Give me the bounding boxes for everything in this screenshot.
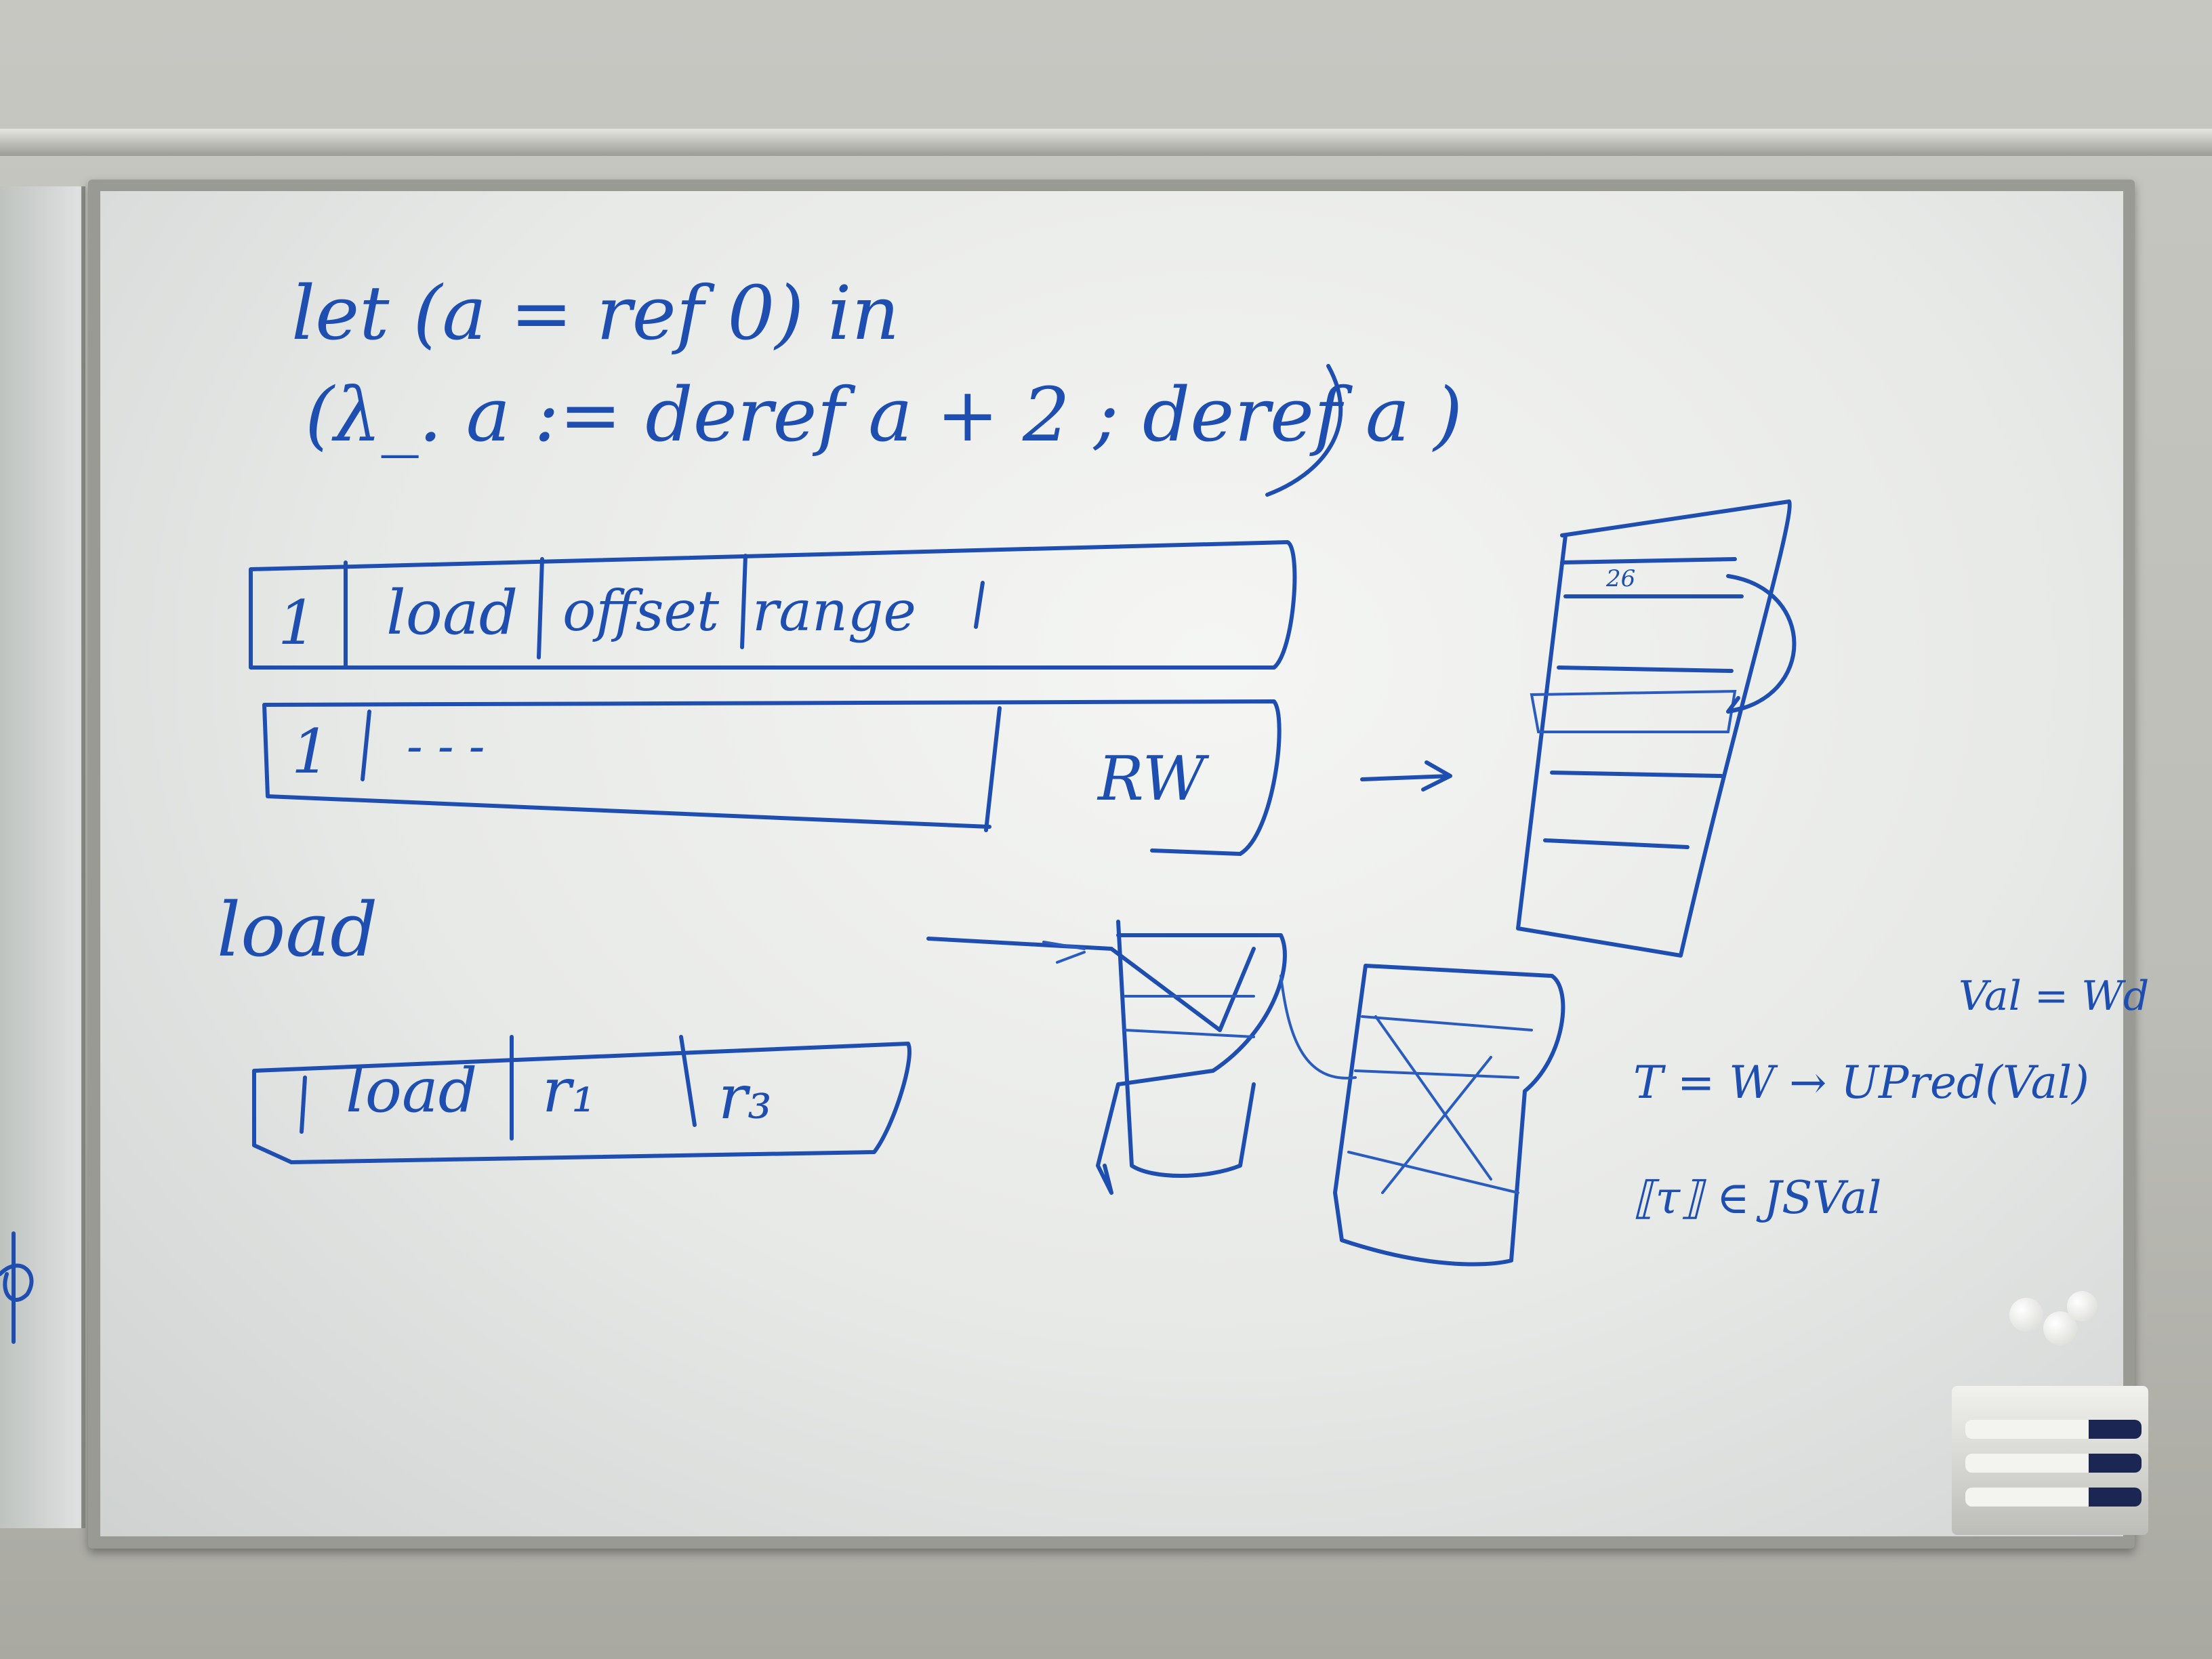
row3-cell-2: r₁	[542, 1055, 596, 1126]
row1-divider-3	[740, 554, 747, 649]
magnet	[2009, 1298, 2043, 1332]
marker[interactable]	[1965, 1454, 2142, 1473]
row2-cell-3: RW	[1097, 743, 1210, 815]
formula-3: ⟦τ⟧ ∈ JSVal	[1633, 1172, 1881, 1224]
row1-cell-3: offset	[562, 579, 720, 644]
cup-right-line-1	[1361, 1015, 1533, 1031]
formula-2: T = W → UPred(Val)	[1633, 1057, 2089, 1109]
stack-line-4	[1550, 771, 1723, 778]
closing-paren	[1265, 364, 1343, 497]
row1-divider-2	[537, 557, 544, 659]
marker[interactable]	[1965, 1420, 2142, 1439]
cup-connector	[1279, 975, 1357, 1080]
stack-top-value: 26	[1605, 565, 1635, 592]
row1-box	[249, 540, 1297, 670]
cup-diagram-left	[1116, 920, 1256, 1178]
stack-line-3	[1557, 665, 1734, 673]
row3-cell-3: r₃	[718, 1062, 772, 1133]
cup-right-line-2	[1354, 1069, 1519, 1079]
cup-diagram-left-top	[926, 933, 1287, 1195]
stack-outline	[1516, 499, 1792, 958]
row1-divider-4	[974, 581, 985, 629]
row3-divider-3	[679, 1035, 697, 1127]
row3-divider-1	[300, 1076, 307, 1134]
row2-divider-2	[984, 706, 1002, 832]
row3-box	[252, 1042, 912, 1164]
whiteboard-surface	[100, 191, 2123, 1536]
row2-box	[262, 699, 1282, 856]
row3-cell-1: load	[346, 1055, 477, 1126]
formula-1: Val = Wd	[1959, 972, 2149, 1020]
cup-right-cross	[1374, 1015, 1492, 1194]
row2-cell-2: - - -	[407, 718, 485, 774]
stack-highlight	[1530, 689, 1737, 733]
arrow-to-stack	[1360, 760, 1452, 792]
stack-loop-arrow	[1726, 574, 1797, 714]
row2-cell-1: 1	[291, 716, 330, 787]
code-line-2: (λ_. a := deref a + 2 ; deref a )	[305, 371, 1462, 458]
marker[interactable]	[1965, 1488, 2142, 1507]
row1-cell-4: range	[752, 579, 916, 644]
adjacent-board-mark	[0, 1231, 34, 1344]
top-rail	[0, 129, 2212, 156]
row1-cell-2: load	[386, 577, 518, 649]
arrow-into-cup	[1042, 941, 1086, 964]
stack-line-5	[1543, 838, 1689, 849]
cup-left-line-2	[1124, 1029, 1255, 1038]
stack-line-1	[1560, 557, 1737, 565]
load-label: load	[217, 886, 377, 973]
row2-divider-1	[361, 710, 371, 781]
code-line-1: let (a = ref 0) in	[291, 270, 899, 356]
cup-diagram-right	[1333, 964, 1565, 1267]
cup-right-line-3	[1347, 1151, 1519, 1194]
row1-cell-1: 1	[278, 588, 316, 659]
magnet	[2067, 1291, 2097, 1322]
